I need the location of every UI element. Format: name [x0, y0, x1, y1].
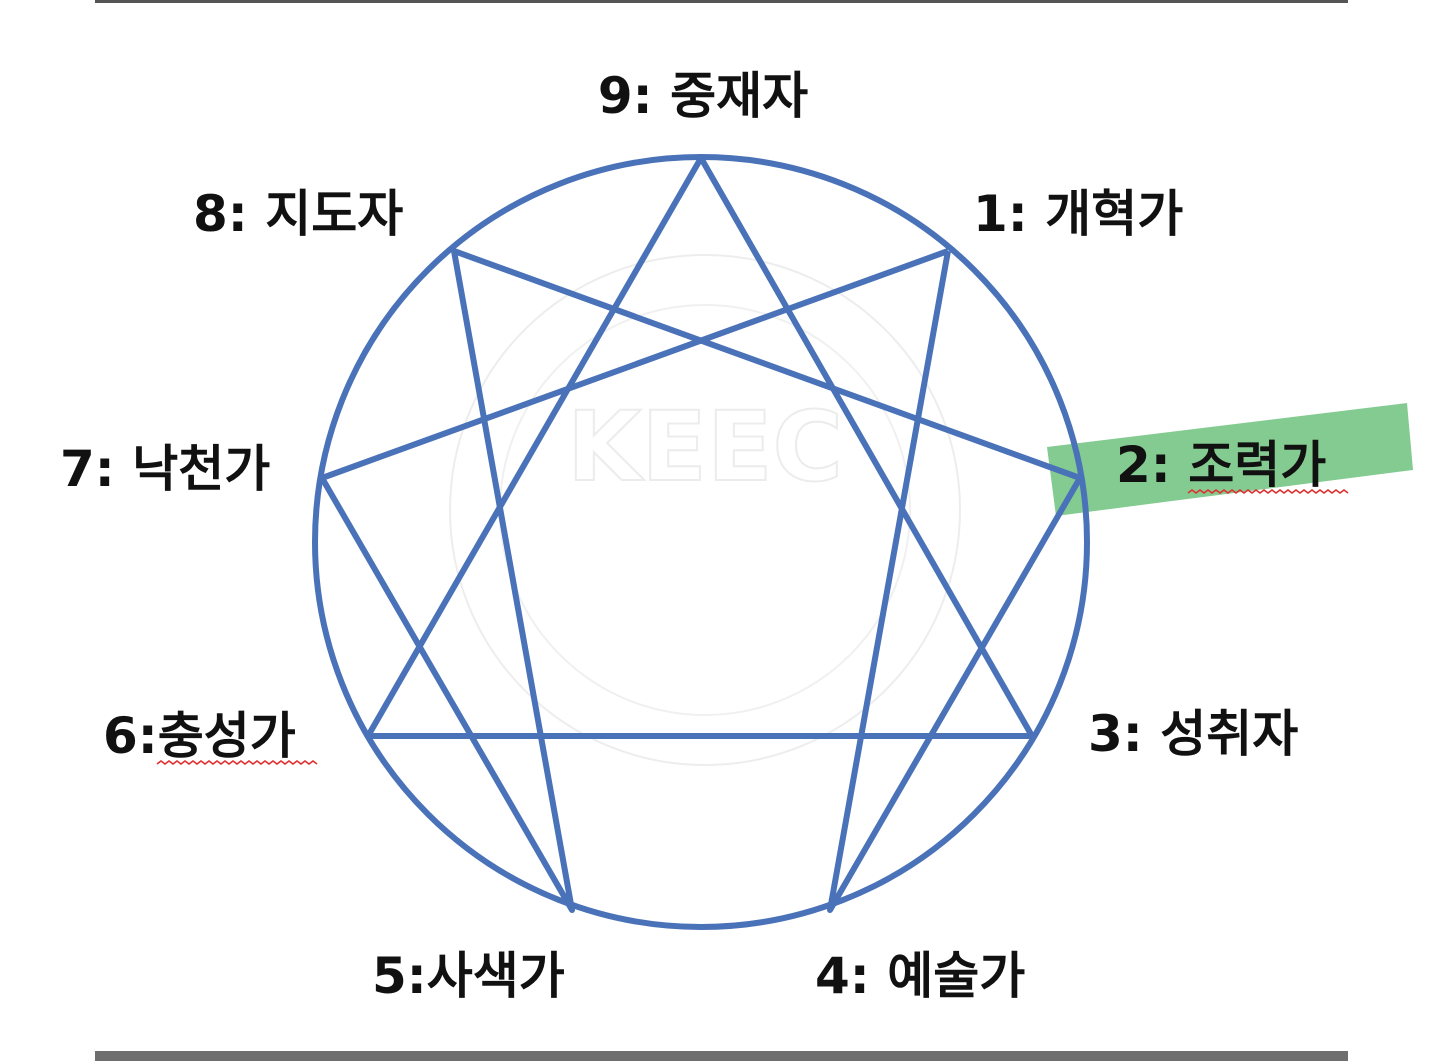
frame-top-border	[95, 0, 1348, 3]
type-7-label: 7: 낙천가	[60, 440, 270, 498]
type-9-label: 9: 중재자	[598, 67, 808, 125]
type-5-label: 5:사색가	[372, 947, 565, 1005]
type-2-label: 2: 조력가	[1116, 436, 1326, 494]
watermark-text: KEEC	[567, 391, 843, 503]
frame-bottom-border	[95, 1051, 1348, 1061]
type-4-label: 4: 예술가	[815, 947, 1025, 1005]
keec-watermark: KEEC	[449, 254, 961, 766]
spellcheck-underline-2	[1187, 489, 1349, 494]
type-3-label: 3: 성취자	[1088, 705, 1298, 763]
type-6-label: 6:충성가	[103, 707, 296, 765]
highlight-mark	[1047, 403, 1413, 516]
spellcheck-underline-6	[156, 760, 318, 765]
hexad-line	[319, 248, 1083, 913]
triangle-line	[365, 155, 1035, 739]
type-8-label: 8: 지도자	[193, 185, 403, 243]
type-1-label: 1: 개혁가	[973, 185, 1183, 243]
enneagram-circle	[312, 154, 1090, 930]
